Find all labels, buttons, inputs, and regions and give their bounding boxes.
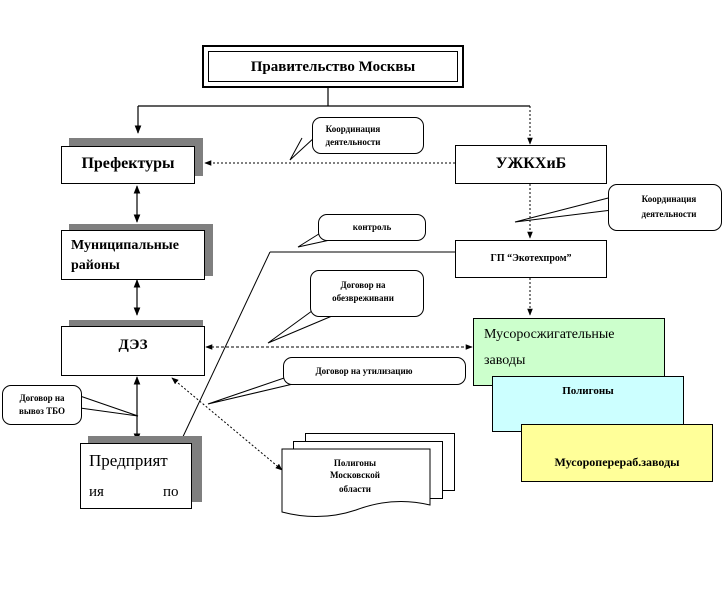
coordination-callout-1: Координация деятельности: [312, 117, 424, 154]
municipal-districts-box: Муниципальные районы: [61, 230, 205, 280]
tbo-removal-callout: Договор на вывоз ТБО: [2, 385, 82, 425]
utilization-callout: Договор на утилизацию: [283, 357, 466, 385]
government-box: Правительство Москвы: [202, 45, 464, 88]
municipal-label-line1: Муниципальные: [71, 238, 179, 253]
dez-label: ДЭЗ: [118, 337, 148, 353]
coordination-callout-2: Координация деятельности: [608, 184, 722, 231]
dez-box: ДЭЗ: [61, 326, 205, 376]
region-label-line1: Полигоны: [333, 458, 377, 468]
tbo-tail: [79, 395, 139, 417]
region-label-line3: области: [339, 484, 371, 494]
prefectures-box: Префектуры: [61, 146, 195, 184]
ujkhib-box: УЖКХиБ: [455, 145, 607, 184]
incinerators-label-line1: Мусоросжигательные: [484, 327, 615, 342]
utilization-tail: [207, 375, 311, 405]
ekotehprom-box: ГП “Экотехпром”: [455, 240, 607, 278]
ujkhib-label: УЖКХиБ: [495, 155, 567, 172]
municipal-label-line2: районы: [71, 258, 120, 273]
enterprises-label-line1: Предприят: [89, 451, 168, 470]
region-label-line2: Московской: [330, 470, 380, 480]
coord1-tail: [289, 136, 316, 161]
government-label: Правительство Москвы: [250, 59, 416, 75]
prefectures-label: Префектуры: [81, 155, 175, 172]
incinerators-label-line2: заводы: [484, 353, 526, 368]
coord2-tail: [514, 195, 617, 223]
incinerators-box: Мусоросжигательные заводы: [473, 318, 665, 386]
enterprises-label-line2a: ия: [89, 484, 104, 500]
processing-label: Мусороперераб.заводы: [554, 455, 680, 469]
control-callout: контроль: [318, 214, 426, 241]
landfills-label: Полигоны: [562, 385, 614, 397]
neutralization-callout: Договор на обезвреживани: [310, 270, 424, 317]
processing-plants-box: Мусороперераб.заводы: [521, 424, 713, 482]
enterprises-box: Предприят ия по: [80, 443, 192, 509]
ekotehprom-label: ГП “Экотехпром”: [490, 253, 572, 264]
enterprises-label-line2b: по: [163, 484, 179, 500]
